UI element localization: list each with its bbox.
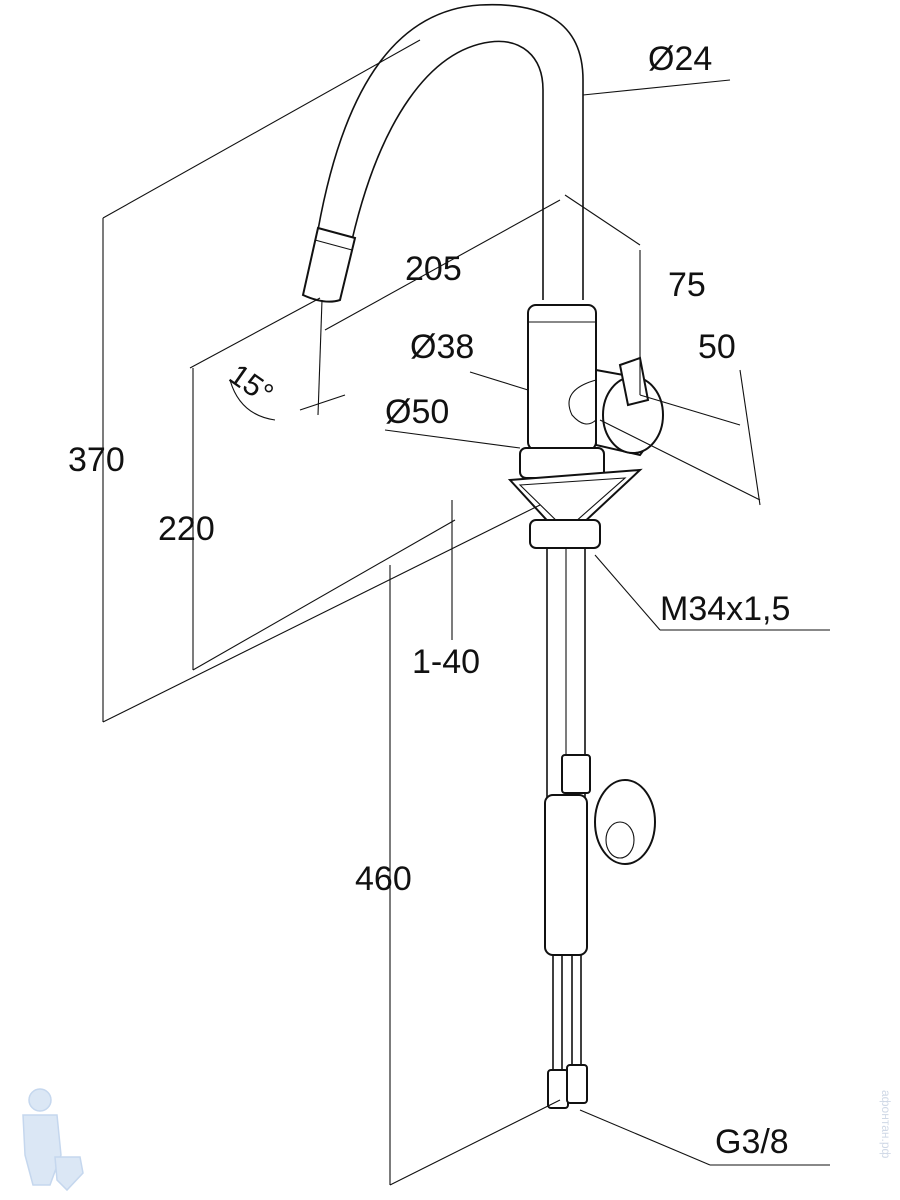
dim-body-diameter: Ø38 xyxy=(410,328,475,366)
dim-thread: M34x1,5 xyxy=(660,590,791,628)
hose-weight xyxy=(594,779,656,865)
spray-head xyxy=(301,226,357,303)
lever-base xyxy=(568,379,597,425)
faucet-body xyxy=(527,304,597,451)
dim-connection: G3/8 xyxy=(715,1123,789,1161)
watermark-text: афонтан.рф xyxy=(879,1090,893,1159)
stability-plate xyxy=(507,468,643,542)
hose-weight-logo xyxy=(605,821,635,859)
hose-fitting-left xyxy=(547,1069,569,1109)
spout-outer xyxy=(317,3,584,231)
lever-handle xyxy=(618,356,650,407)
hose-connector xyxy=(561,754,591,794)
plumber-logo-watermark xyxy=(22,1088,84,1192)
dim-total-height: 370 xyxy=(68,441,125,479)
dim-reach: 205 xyxy=(405,250,462,288)
dim-base-diameter: Ø50 xyxy=(385,393,450,431)
dim-offset-50: 50 xyxy=(698,328,736,366)
dim-spout-diameter: Ø24 xyxy=(648,40,713,78)
hose-fitting-right xyxy=(566,1064,588,1104)
mount-nut xyxy=(529,519,601,549)
spray-head-ring xyxy=(314,239,353,251)
dim-hose-length: 460 xyxy=(355,860,412,898)
dimension-lines xyxy=(102,39,830,1186)
dim-deck-thickness: 1-40 xyxy=(412,643,481,681)
spout-neck xyxy=(542,195,584,300)
spout-inner xyxy=(351,40,544,241)
hose-right xyxy=(571,955,582,1070)
stability-plate-inner xyxy=(518,477,627,531)
hose-left xyxy=(552,955,563,1070)
dim-spout-height: 220 xyxy=(158,510,215,548)
hose-sleeve xyxy=(544,794,588,956)
dim-offset-75: 75 xyxy=(668,266,706,304)
